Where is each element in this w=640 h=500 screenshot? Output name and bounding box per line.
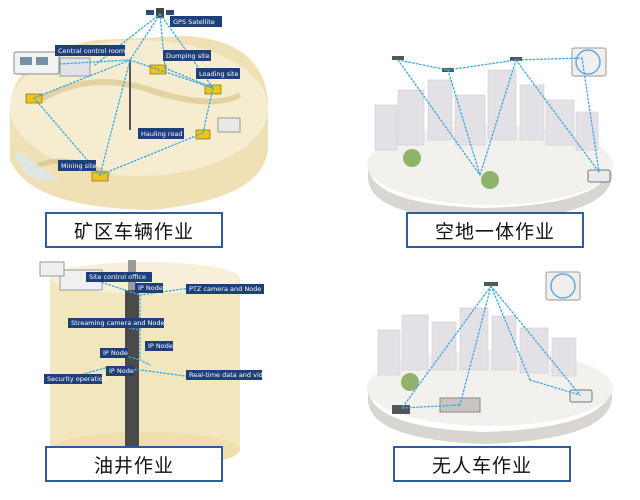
mining-caption: 矿区车辆作业 — [45, 212, 223, 248]
city-buildings — [377, 307, 577, 377]
streaming-camera-label: Streaming camera and Node — [71, 319, 165, 327]
control-room-label: Central control room — [58, 47, 125, 55]
site-office-label: Site control office — [89, 273, 146, 281]
oil-well-panel: Site control office IP Node PTZ camera a… — [0, 250, 320, 500]
unmanned-illustration — [367, 271, 613, 444]
air-ground-panel: 空地一体作业 — [320, 0, 640, 250]
monitor-icon — [571, 47, 607, 77]
drone-icon — [392, 56, 522, 72]
mine-pit-water — [15, 150, 60, 181]
ip-node-label-2: IP Node — [148, 342, 173, 350]
mining-site-label: Mining site — [61, 162, 96, 170]
dumping-site-label: Dumping site — [166, 52, 209, 60]
satellite-icon — [146, 8, 174, 18]
tree-icon — [401, 373, 419, 391]
air-ground-caption: 空地一体作业 — [406, 212, 584, 248]
tree-icon — [481, 171, 499, 189]
monitor-icon — [545, 271, 581, 301]
ground-robot-icon — [587, 169, 611, 183]
ip-node-label-4: IP Node — [109, 367, 134, 375]
unmanned-caption: 无人车作业 — [393, 446, 571, 482]
realtime-data-label: Real-time data and video — [189, 371, 271, 379]
ip-node-label-3: IP Node — [103, 349, 128, 357]
hauling-road-label: Hauling road — [141, 130, 183, 138]
gps-satellite-label-bg — [170, 16, 222, 27]
gps-satellite-label: GPS Satellite — [173, 18, 215, 26]
mine-terraces — [38, 79, 242, 105]
ip-node-label-1: IP Node — [138, 284, 163, 292]
loading-site-label: Loading site — [199, 70, 238, 78]
city-buildings — [374, 69, 599, 151]
mining-truck-icon — [91, 171, 109, 182]
tree-icon — [403, 149, 421, 167]
ptz-camera-label: PTZ camera and Node — [189, 285, 261, 293]
air-ground-illustration — [367, 47, 613, 220]
monitor-icon — [39, 261, 65, 277]
loading-building — [217, 117, 241, 133]
excavator-icon — [195, 129, 211, 140]
vehicle-icon — [392, 405, 410, 414]
cylinder-body — [50, 278, 240, 450]
mining-illustration: GPS Satellite Central control room Dumpi… — [10, 8, 268, 210]
oil-well-illustration: Site control office IP Node PTZ camera a… — [39, 260, 271, 468]
ground-robot-icon — [569, 389, 593, 403]
drone-icon — [484, 282, 498, 286]
unmanned-panel: 无人车作业 — [320, 250, 640, 500]
security-operation-label: Security operation — [47, 375, 107, 383]
mining-panel: GPS Satellite Central control room Dumpi… — [0, 0, 320, 250]
oil-well-caption: 油井作业 — [45, 446, 223, 482]
